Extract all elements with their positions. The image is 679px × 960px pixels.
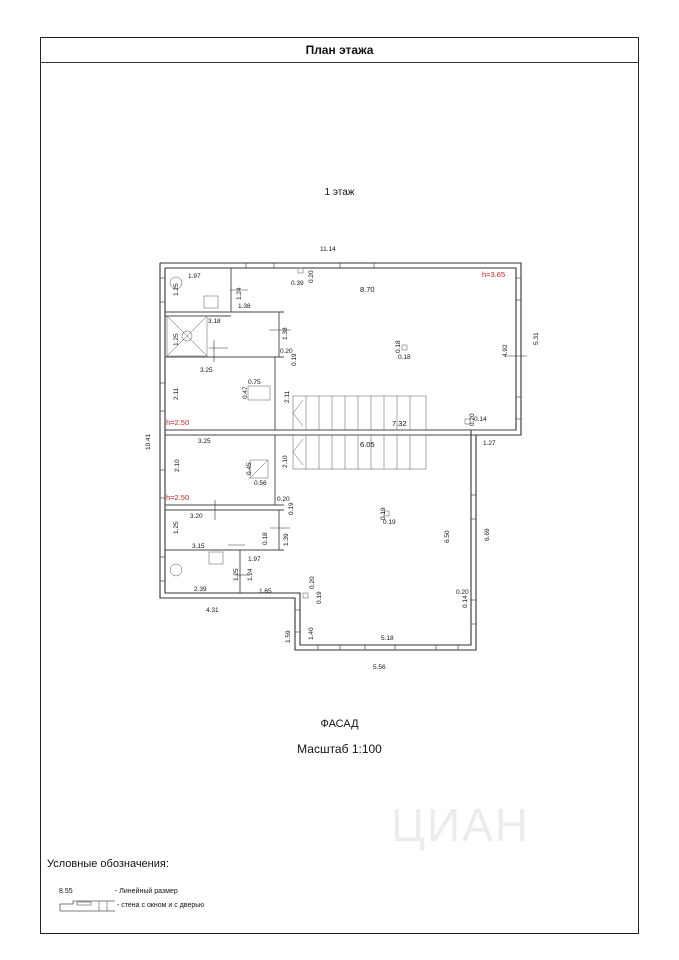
dim-stair-lower: 6.05 — [360, 440, 375, 449]
dim-box1-h: 0.47 — [242, 386, 249, 399]
dim-wc2-h: 1.25 — [233, 568, 240, 581]
dim-room2-w: 3.25 — [198, 438, 211, 445]
dim-col-c1: 0.19 — [380, 507, 387, 520]
dim-col-e1: 0.20 — [456, 589, 469, 596]
dim-room2-h: 2.10 — [174, 459, 181, 472]
dim-room1-h2: 2.11 — [284, 390, 291, 403]
dim-lower-right: 6.69 — [484, 528, 491, 541]
dim-col-i: 0.18 — [262, 532, 269, 545]
dim-bath2-h: 1.25 — [173, 521, 180, 534]
dim-box2-h: 0.45 — [246, 462, 253, 475]
floor-label: 1 этаж — [324, 187, 355, 198]
dim-shower-door: 1.38 — [282, 327, 289, 340]
scale-label: Масштаб 1:100 — [297, 742, 382, 756]
dim-room1-h: 2.11 — [173, 387, 180, 400]
dimension-labels: 11.14 10.41 5.31 4.92 8.70 7.32 6.05 1.2… — [145, 246, 540, 671]
dim-col-f2: 0.19 — [291, 353, 298, 366]
dim-hall-width: 8.70 — [360, 285, 375, 294]
dim-col-c2: 0.19 — [383, 519, 396, 526]
dim-col-b1: 0.18 — [395, 340, 402, 353]
height-room1: h=2.50 — [166, 418, 189, 427]
legend-wall-symbol — [59, 900, 115, 912]
dim-col-f1: 0.20 — [280, 348, 293, 355]
dim-bottom-inner: 5.18 — [381, 635, 394, 642]
dim-corr1-w: 3.25 — [200, 367, 213, 374]
dim-step-h1: 1.59 — [285, 630, 292, 643]
dim-lower-hall: 6.50 — [444, 530, 451, 543]
dim-col1-b: 0.20 — [308, 270, 315, 283]
stairs — [292, 395, 427, 470]
legend-title: Условные обозначения: — [47, 858, 169, 870]
dim-box1-w: 0.75 — [248, 379, 261, 386]
dim-room2-h2: 2.10 — [282, 455, 289, 468]
dim-col-e2: 0.14 — [462, 595, 469, 608]
drawing-sheet: План этажа 1 этаж ФАСАД Масштаб 1:100 ЦИ… — [40, 37, 639, 934]
dim-col-d1: 0.20 — [469, 413, 476, 426]
legend-dimension-desc: - Линейный размер — [115, 888, 178, 895]
dim-wc1-h: 1.25 — [173, 283, 180, 296]
dim-wc2-door2: 1.97 — [248, 556, 261, 563]
dim-bath2-w: 3.20 — [190, 513, 203, 520]
watermark-logo: ЦИАН — [391, 799, 530, 851]
dim-step-h2: 1.40 — [308, 627, 315, 640]
dim-col-d2: 0.14 — [474, 416, 487, 423]
dim-wc2-w: 2.39 — [194, 586, 207, 593]
fixtures — [166, 267, 471, 599]
dim-box2-w: 0.56 — [254, 480, 267, 487]
dim-ledge: 1.27 — [483, 440, 496, 447]
dim-col-b2: 0.18 — [398, 354, 411, 361]
legend-wall-desc: - стена с окном и с дверью — [117, 902, 205, 909]
outer-walls — [159, 262, 522, 651]
dim-stair-upper: 7.32 — [392, 419, 407, 428]
dim-step-width: 1.65 — [259, 588, 272, 595]
inner-walls — [165, 268, 516, 593]
dim-right-inner: 4.92 — [502, 344, 509, 357]
dim-corr2-w: 3.15 — [192, 543, 205, 550]
dim-wc2-door: 1.24 — [247, 568, 254, 581]
dim-col-g1: 0.20 — [277, 496, 290, 503]
dim-top-width: 11.14 — [320, 246, 336, 253]
dim-wc1-door2: 1.38 — [238, 303, 251, 310]
facade-label: ФАСАД — [320, 718, 359, 730]
dim-wc1-door: 1.24 — [236, 287, 243, 300]
dim-left-bottom: 4.31 — [206, 607, 219, 614]
dim-right-upper: 5.31 — [533, 332, 540, 345]
dim-col1-a: 0.39 — [291, 280, 304, 287]
windows — [159, 262, 522, 651]
dim-col-h2: 0.19 — [316, 591, 323, 604]
dim-left-height: 10.41 — [145, 433, 152, 450]
height-room2: h=2.50 — [166, 493, 189, 502]
dim-bottom-outer: 5.56 — [373, 664, 386, 671]
sheet-title: План этажа — [41, 38, 638, 63]
dim-col-h1: 0.20 — [309, 576, 316, 589]
dimension-ticks — [209, 289, 527, 576]
height-main: h=3.65 — [482, 270, 505, 279]
dim-wc1-w: 1.97 — [188, 273, 201, 280]
legend-dimension-sample: 8.55 — [59, 888, 73, 895]
dim-shower-h: 1.25 — [173, 333, 180, 346]
dim-shower-w: 3.18 — [208, 318, 221, 325]
dim-col-g2: 0.19 — [288, 502, 295, 515]
dim-bath2-door: 1.39 — [283, 533, 290, 546]
